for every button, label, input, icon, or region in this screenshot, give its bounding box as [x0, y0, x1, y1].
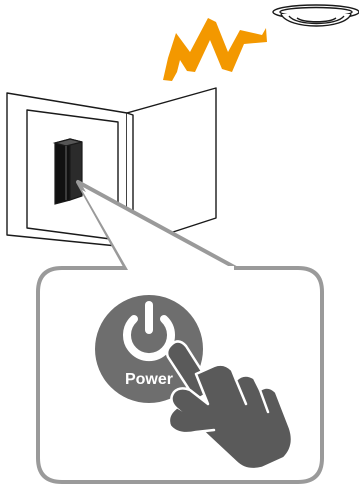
wireless-signal-icon [163, 18, 267, 81]
ceiling-sensor-icon [273, 5, 359, 26]
rocker-switch-icon [55, 139, 82, 204]
power-button-label: Power [125, 371, 173, 388]
